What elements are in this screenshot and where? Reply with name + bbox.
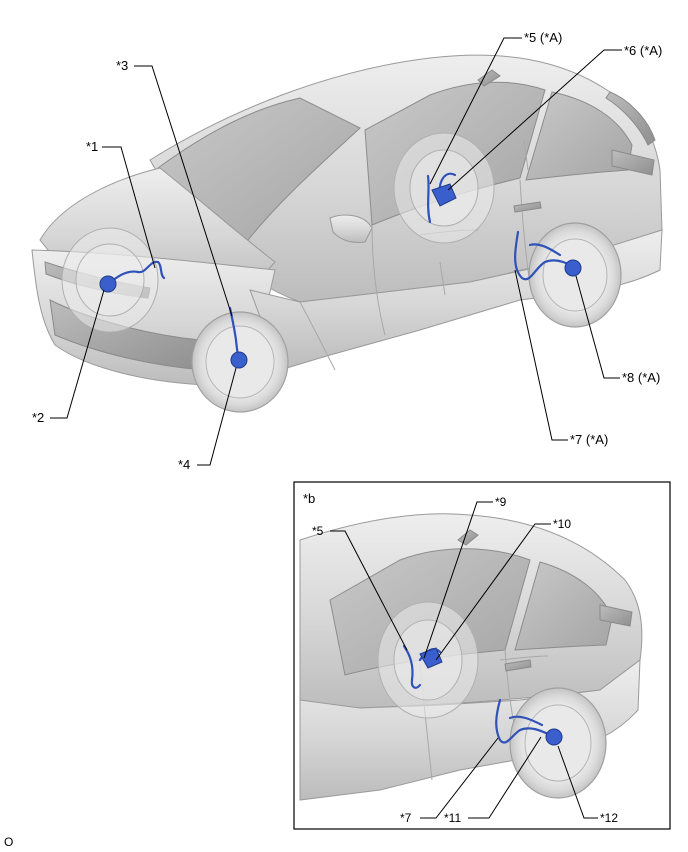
inset-label-12: *12 [600, 811, 618, 825]
inset-sensor-lower [545, 728, 563, 746]
inset-label-10: *10 [553, 517, 571, 531]
inset-harness-lower [495, 698, 552, 744]
rear-right-sensor [431, 183, 457, 207]
label-1: *1 [86, 139, 98, 154]
rear-left-harness [514, 230, 574, 281]
label-5-a: *5 (*A) [524, 30, 562, 45]
figure-code: O [4, 835, 13, 849]
inset-label-11: *11 [444, 811, 461, 825]
label-2: *2 [32, 410, 44, 425]
label-4: *4 [178, 457, 190, 472]
front-right-sensor [99, 275, 117, 293]
main-leader-lines [50, 37, 622, 466]
rear-left-sensor [564, 259, 582, 277]
inset-title: *b [303, 491, 315, 506]
inset-label-5: *5 [312, 524, 324, 538]
label-8-a: *8 (*A) [622, 370, 660, 385]
inset-label-9: *9 [495, 495, 507, 509]
inset-panel: *b *5 *9 *10 *7 *11 *12 [293, 481, 671, 830]
label-6-a: *6 (*A) [624, 43, 662, 58]
inset-label-7: *7 [400, 811, 412, 825]
label-3: *3 [116, 58, 128, 73]
label-7-a: *7 (*A) [570, 432, 608, 447]
inset-vehicle-illustration [299, 513, 643, 801]
front-right-harness [106, 260, 166, 287]
front-left-sensor [230, 351, 248, 369]
main-vehicle-illustration [31, 54, 663, 413]
